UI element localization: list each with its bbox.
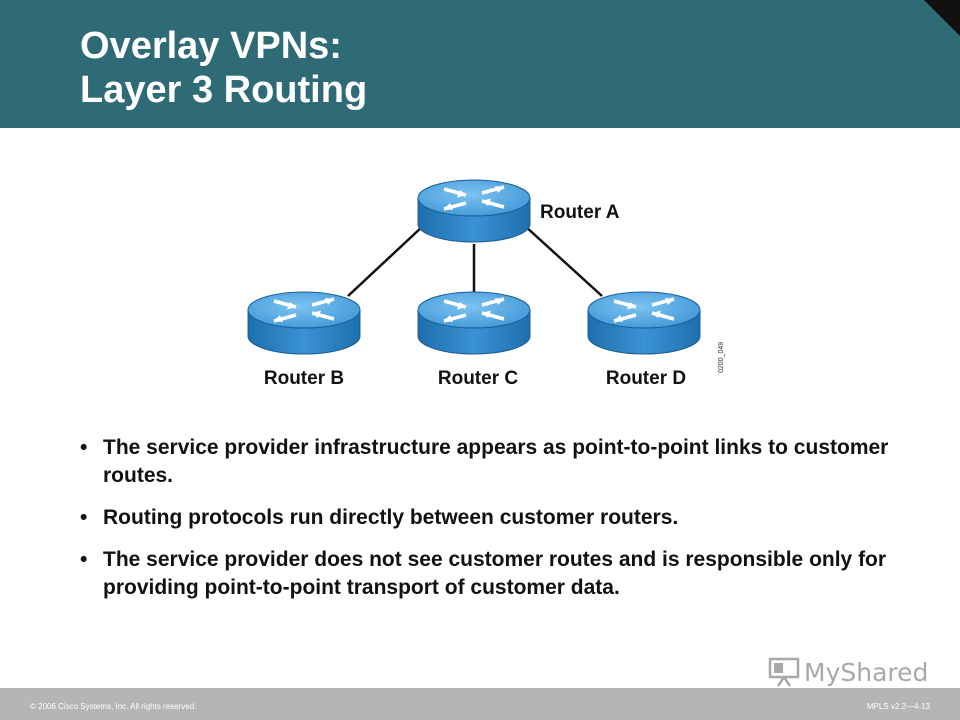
- bullet-dot: •: [80, 506, 88, 529]
- bullet-dot: •: [80, 436, 88, 459]
- bullet-text: The service provider does not see custom…: [103, 548, 887, 599]
- slide-title: Overlay VPNs: Layer 3 Routing: [80, 24, 367, 112]
- slide-title-line1: Overlay VPNs:: [80, 25, 342, 67]
- bullet-list: • The service provider infrastructure app…: [78, 434, 898, 616]
- bullet-dot: •: [80, 548, 88, 571]
- router-b-label: Router B: [264, 368, 344, 389]
- slide-title-line2: Layer 3 Routing: [80, 69, 368, 111]
- router-c-label: Router C: [438, 368, 519, 389]
- bullet-text: The service provider infrastructure appe…: [103, 436, 889, 487]
- network-diagram: Router A Router B Router C Router D 0200…: [246, 178, 725, 389]
- slide-number: MPLS v2.2—4-13: [866, 702, 930, 711]
- watermark: MyShared: [768, 656, 928, 688]
- footer-bar: © 2006 Cisco Systems, Inc. All rights re…: [0, 688, 960, 720]
- title-bar: Overlay VPNs: Layer 3 Routing: [0, 0, 960, 128]
- bullet-item: • The service provider does not see custo…: [78, 546, 898, 602]
- router-c-icon: [416, 290, 532, 356]
- router-d-icon: [586, 290, 702, 356]
- link-lines: [347, 225, 603, 297]
- bullet-text: Routing protocols run directly between c…: [103, 506, 679, 529]
- presentation-icon: [768, 657, 800, 687]
- watermark-text: MyShared: [804, 657, 929, 687]
- link-a-b: [347, 225, 424, 297]
- figure-id: 0200_049: [718, 342, 725, 373]
- bullet-item: • Routing protocols run directly between …: [78, 504, 898, 532]
- router-b-icon: [246, 290, 362, 356]
- corner-accent: [924, 0, 960, 36]
- bullet-item: • The service provider infrastructure app…: [78, 434, 898, 490]
- copyright-text: © 2006 Cisco Systems, Inc. All rights re…: [30, 702, 197, 711]
- link-a-d: [524, 225, 603, 297]
- router-a-label: Router A: [540, 202, 620, 223]
- router-a-icon: [416, 178, 532, 244]
- router-d-label: Router D: [606, 368, 686, 389]
